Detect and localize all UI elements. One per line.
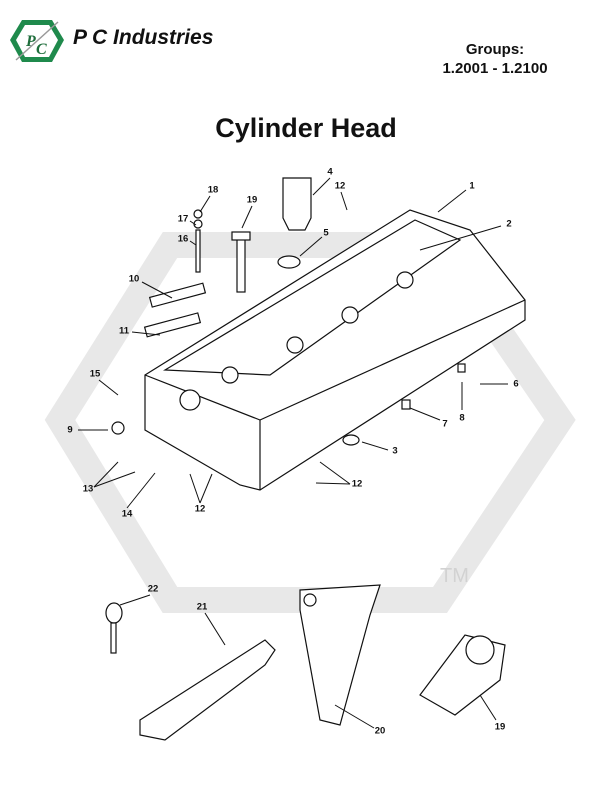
watermark-tm: TM [440, 565, 469, 587]
svg-text:P: P [25, 33, 36, 50]
callout-2: 2 [506, 218, 512, 230]
callout-12: 12 [334, 180, 346, 192]
groups-label: Groups: [465, 41, 525, 58]
callout-14: 14 [121, 508, 133, 520]
injector-tube [282, 177, 312, 231]
callout-19: 19 [494, 721, 506, 733]
bracket-21 [139, 639, 276, 741]
company-logo: P C [10, 20, 64, 62]
eyebolt-22 [105, 602, 123, 624]
callout-4: 4 [327, 166, 333, 178]
callout-5: 5 [323, 227, 329, 239]
callout-18: 18 [207, 184, 219, 196]
callout-15: 15 [89, 368, 101, 380]
callout-17: 17 [177, 213, 189, 225]
callout-7: 7 [442, 418, 448, 430]
callout-3: 3 [392, 445, 398, 457]
svg-text:C: C [36, 41, 47, 58]
callout-6: 6 [513, 378, 519, 390]
callout-12: 12 [351, 478, 363, 490]
callout-19: 19 [246, 194, 258, 206]
callout-10: 10 [128, 273, 140, 285]
callout-1: 1 [469, 180, 475, 192]
groups-range: 1.2001 - 1.2100 [442, 60, 548, 77]
callout-8: 8 [459, 412, 465, 424]
callout-9: 9 [67, 424, 73, 436]
callout-16: 16 [177, 233, 189, 245]
callout-21: 21 [196, 601, 208, 613]
cylinder-head [144, 209, 526, 491]
callout-22: 22 [147, 583, 159, 595]
parts [105, 177, 506, 741]
callout-12: 12 [194, 503, 206, 515]
bracket-20 [299, 584, 381, 726]
callout-11: 11 [118, 325, 130, 337]
page-title: Cylinder Head [215, 113, 397, 143]
callout-13: 13 [82, 483, 94, 495]
company-name: P C Industries [73, 26, 214, 49]
callout-20: 20 [374, 725, 386, 737]
groups-info: Groups: 1.2001 - 1.2100 [415, 40, 575, 78]
